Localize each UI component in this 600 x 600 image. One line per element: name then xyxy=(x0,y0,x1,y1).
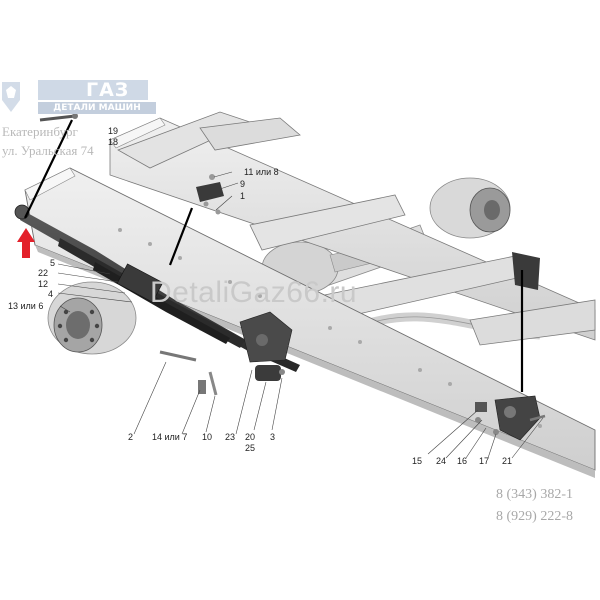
callout-21: 21 xyxy=(502,456,512,466)
bump-stop xyxy=(196,174,224,215)
red-arrow-icon xyxy=(17,228,35,258)
callout-19: 19 xyxy=(108,126,118,136)
watermark-site: DetaliGaz66.ru xyxy=(150,276,358,309)
callout-2: 2 xyxy=(128,432,133,442)
callout-9: 9 xyxy=(240,179,245,189)
callout-13: 13 или 6 xyxy=(8,301,43,311)
spring-shackle xyxy=(239,311,293,381)
callout-16: 16 xyxy=(457,456,467,466)
cross-members xyxy=(117,111,596,346)
watermark-phone-2: 8 (929) 222-8 xyxy=(496,509,573,524)
u-bolts xyxy=(159,350,218,396)
indicator-lines xyxy=(24,119,524,392)
callout-24: 24 xyxy=(436,456,446,466)
callout-23: 23 xyxy=(225,432,235,442)
callout-labels: 19 18 11 или 8 9 1 5 22 12 4 13 или 6 2 … xyxy=(8,126,512,466)
brand-logo: ГАЗ ДЕТАЛИ МАШИН xyxy=(2,80,156,114)
small-nut-top xyxy=(72,113,78,119)
leaf-spring xyxy=(14,204,300,372)
callout-22: 22 xyxy=(38,268,48,278)
watermark-phone-1: 8 (343) 382-1 xyxy=(496,487,573,502)
callout-14: 14 или 7 xyxy=(152,432,187,442)
callout-10: 10 xyxy=(202,432,212,442)
callout-18: 18 xyxy=(108,137,118,147)
callout-3: 3 xyxy=(270,432,275,442)
small-bolt-top xyxy=(39,114,76,122)
callout-12: 12 xyxy=(38,279,48,289)
logo-title: ГАЗ xyxy=(38,80,148,100)
deer-emblem-icon xyxy=(2,82,20,112)
callout-4: 4 xyxy=(48,289,53,299)
watermark-street: ул. Уральская 74 xyxy=(2,143,94,158)
leader-lines xyxy=(57,171,544,459)
rear-bracket xyxy=(475,252,546,441)
callout-15: 15 xyxy=(412,456,422,466)
callout-17: 17 xyxy=(479,456,489,466)
callout-5: 5 xyxy=(50,258,55,268)
logo-subtitle: ДЕТАЛИ МАШИН xyxy=(38,102,156,114)
callout-25: 25 xyxy=(245,443,255,453)
callout-11: 11 или 8 xyxy=(244,167,279,177)
callout-20: 20 xyxy=(245,432,255,442)
watermark-city: Екатеринбург xyxy=(2,124,78,139)
callout-1: 1 xyxy=(240,191,245,201)
